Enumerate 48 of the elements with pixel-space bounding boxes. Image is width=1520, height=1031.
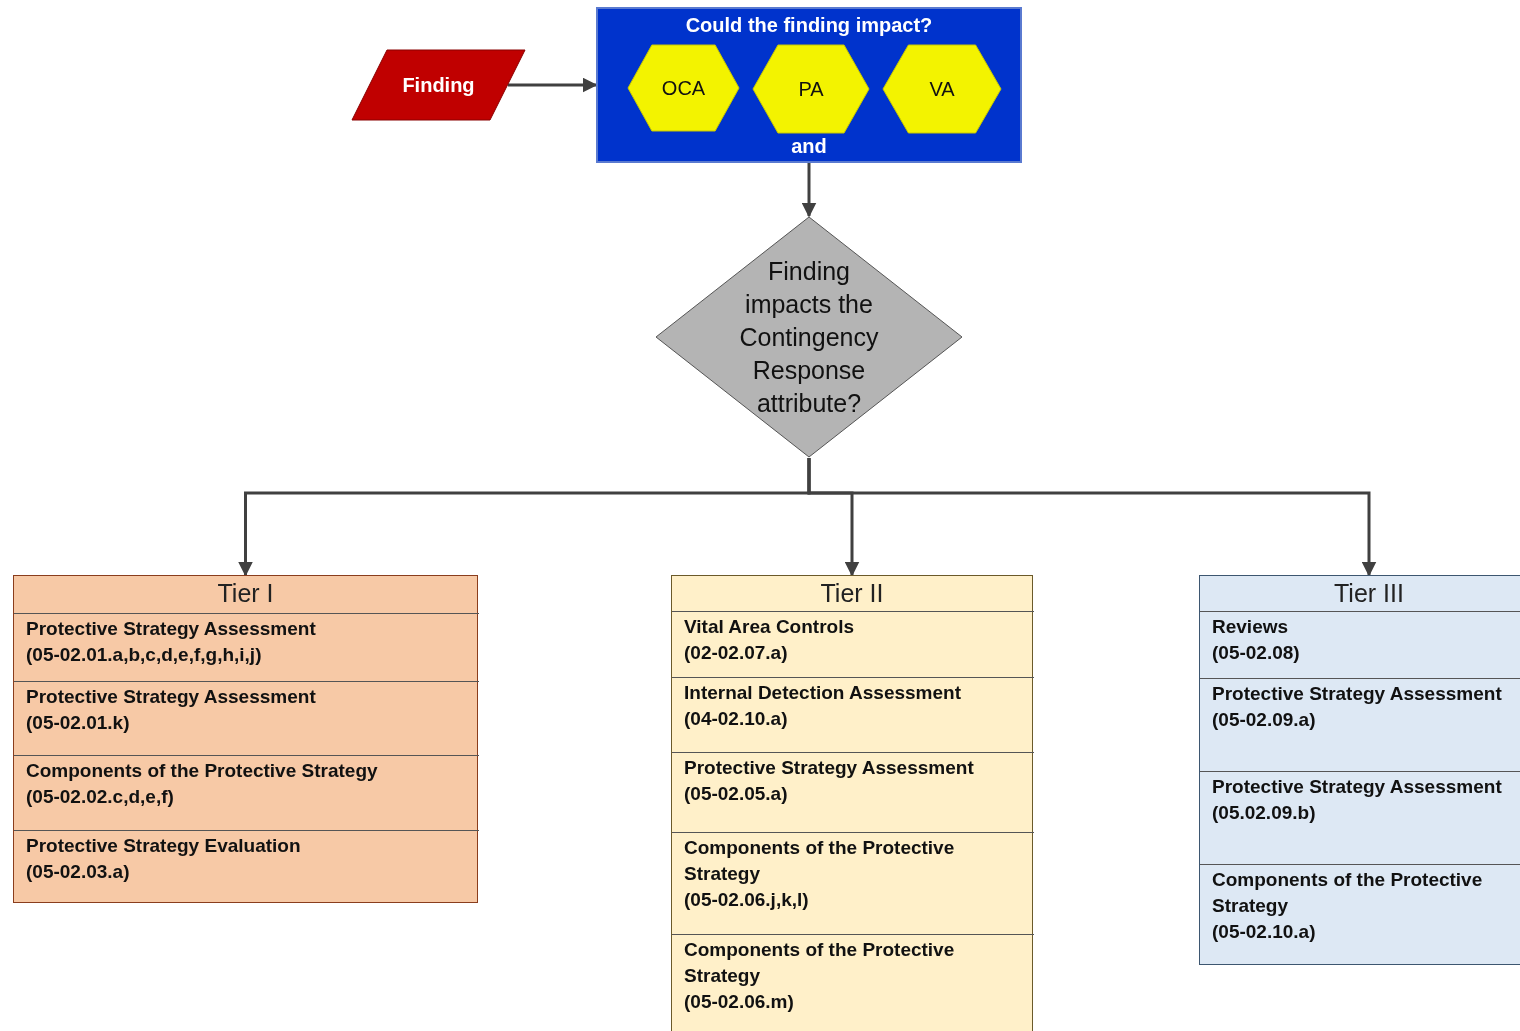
row-title: Internal Detection Assessment [684,681,961,705]
node-label: PA [798,77,824,101]
table-header: Tier I [216,578,275,609]
reference-code: (05-02.10.a) [1212,920,1316,944]
row-title: Reviews [1212,615,1289,639]
arrow [801,163,817,218]
row-title: Components of the Protective Strategy [684,836,956,886]
tier-table [671,575,1033,1031]
row-title: Components of the Protective Strategy [1212,868,1484,918]
reference-code: (05-02.06.m) [684,990,794,1014]
reference-code: (04-02.10.a) [684,707,788,731]
row-title: Protective Strategy Assessment [1212,775,1502,799]
decision-diamond [655,216,963,458]
node-label: Finding impacts the Contingency Response attribute? [738,255,880,419]
row-title: Components of the Protective Strategy [26,759,378,783]
table-header: Tier III [1333,578,1405,609]
row-title: Protective Strategy Evaluation [26,834,301,858]
reference-code: (05-02.01.k) [26,711,130,735]
reference-code: (05-02.08) [1212,641,1300,665]
arrow [508,77,598,93]
reference-code: (05-02.05.a) [684,782,788,806]
hexagon [627,44,740,132]
reference-code: (05-02.09.a) [1212,708,1316,732]
reference-code: (05.02.09.b) [1212,801,1316,825]
reference-code: (05-02.06.j,k,l) [684,888,809,912]
row-title: Protective Strategy Assessment [26,617,316,641]
tier-table [1199,575,1520,965]
conjunction-label: and [791,135,827,158]
node-label: Finding [402,73,475,97]
hexagon [882,44,1002,134]
node-label: OCA [661,76,706,100]
row-title: Components of the Protective Strategy [684,938,956,988]
reference-code: (05-02.03.a) [26,860,130,884]
reference-code: (05-02.02.c,d,e,f) [26,785,174,809]
row-title: Protective Strategy Assessment [1212,682,1502,706]
node-label: VA [929,77,955,101]
row-title: Protective Strategy Assessment [684,756,974,780]
arrow [807,458,1377,577]
box-heading: Could the finding impact? [685,14,933,37]
hexagon [752,44,870,134]
data-parallelogram [352,50,525,120]
table-header: Tier II [819,578,885,609]
question-box [596,7,1022,163]
reference-code: (05-02.01.a,b,c,d,e,f,g,h,i,j) [26,643,262,667]
row-title: Vital Area Controls [684,615,854,639]
reference-code: (02-02.07.a) [684,641,788,665]
tier-table [13,575,478,903]
row-title: Protective Strategy Assessment [26,685,316,709]
